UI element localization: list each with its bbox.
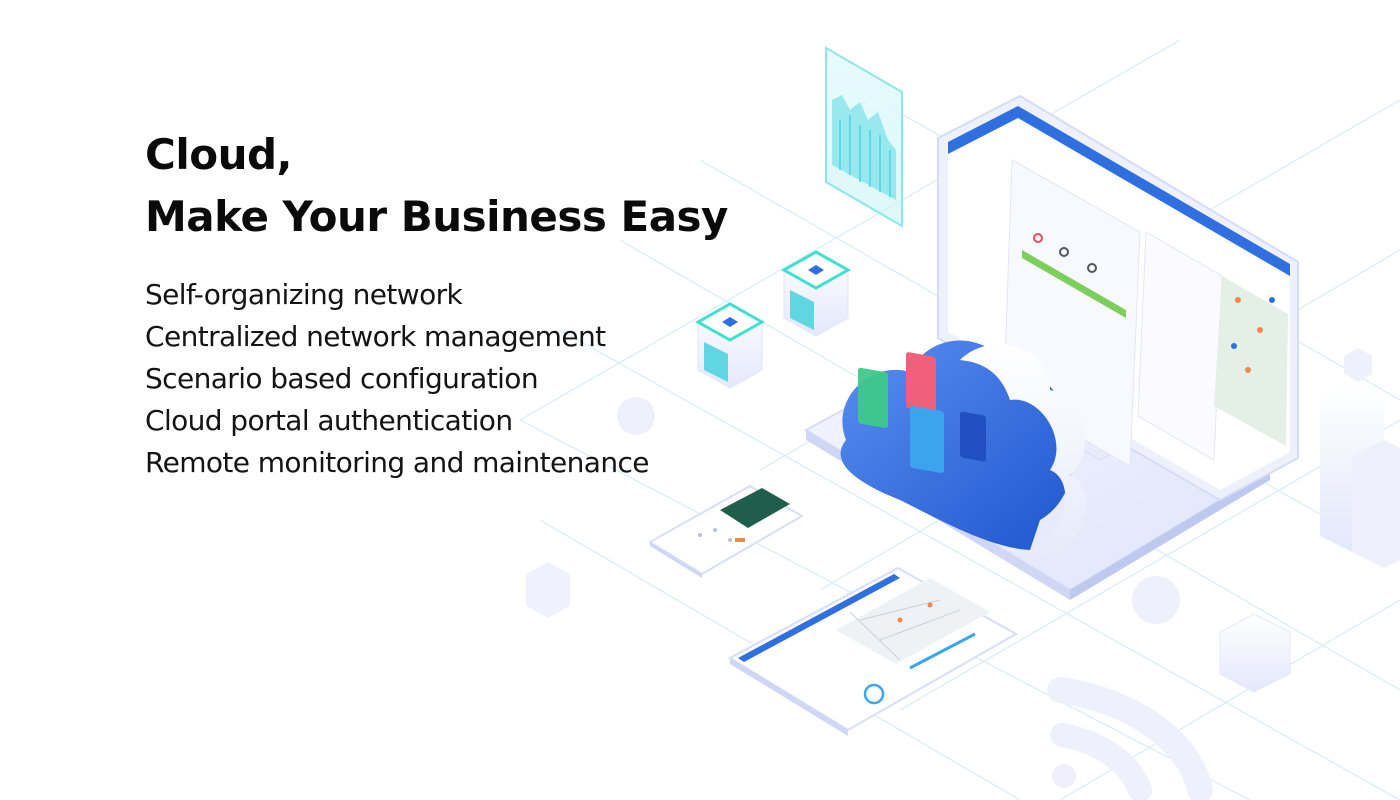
- server-cube-icon: [780, 250, 852, 337]
- feature-item: Self-organizing network: [145, 278, 463, 311]
- feature-item: Cloud portal authentication: [145, 404, 513, 437]
- headline: Cloud, Make Your Business Easy: [145, 124, 745, 248]
- headline-line-2: Make Your Business Easy: [145, 192, 728, 241]
- block-decoration: [526, 348, 1400, 693]
- phone-icon: [648, 484, 804, 578]
- sphere-decoration: [617, 397, 655, 435]
- server-cube-icon: [694, 302, 766, 389]
- feature-item: Remote monitoring and maintenance: [145, 446, 650, 479]
- cloud-icon: [840, 340, 1086, 555]
- feature-item: Centralized network management: [145, 320, 606, 353]
- headline-line-1: Cloud,: [145, 130, 293, 179]
- wifi-icon: [1047, 677, 1213, 800]
- feature-list: Self-organizing network Centralized netw…: [145, 274, 745, 484]
- feature-item: Scenario based configuration: [145, 362, 539, 395]
- tablet-icon: [727, 566, 1019, 736]
- hero-text: Cloud, Make Your Business Easy Self-orga…: [145, 124, 745, 484]
- bar-chart-panel-icon: [825, 46, 903, 228]
